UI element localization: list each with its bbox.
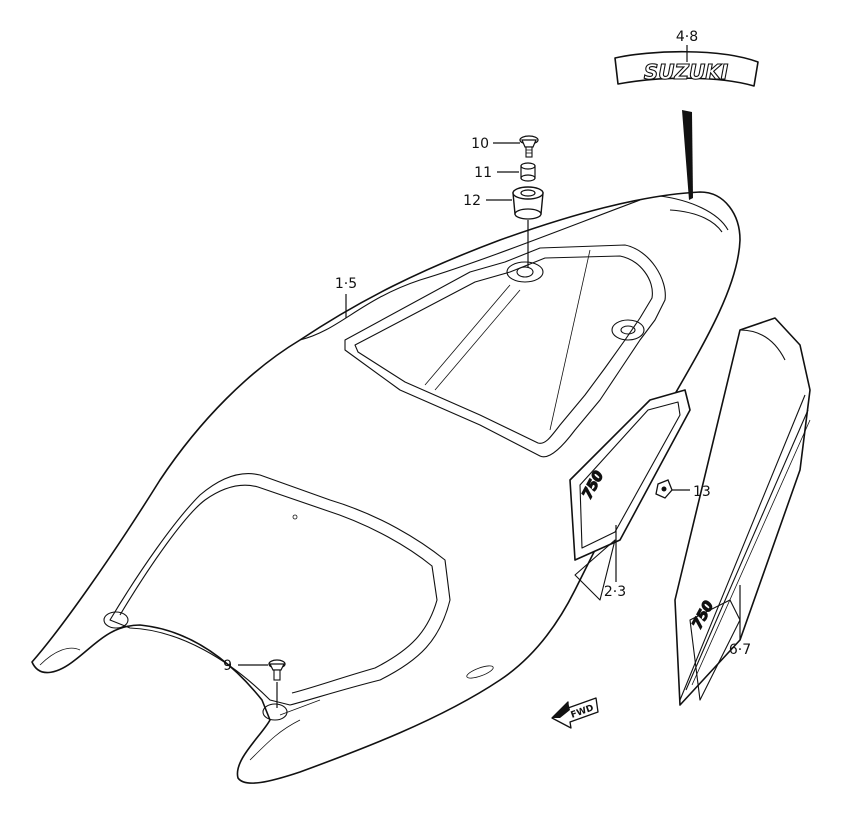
callout-11: 11 [474, 165, 519, 181]
svg-text:10: 10 [471, 136, 489, 152]
side-decal-panel-right[interactable]: 750 [674, 317, 811, 706]
seat-tail-cover[interactable] [31, 191, 741, 784]
svg-text:9: 9 [223, 658, 232, 674]
suzuki-decal-text: SUZUKI [644, 60, 729, 84]
side-emblem-750-left[interactable]: 750 [569, 389, 691, 601]
callout-1-5: 1·5 [335, 276, 357, 318]
svg-text:12: 12 [463, 193, 481, 209]
svg-text:2·3: 2·3 [604, 584, 626, 600]
grommet-part-12[interactable] [512, 186, 544, 220]
decal-placement-pointer [682, 110, 693, 200]
forward-direction-arrow: FWD [551, 697, 599, 729]
screw-part-10[interactable] [519, 135, 539, 158]
screw-part-9[interactable] [268, 659, 286, 681]
suzuki-decal[interactable]: SUZUKI [614, 50, 759, 87]
svg-text:1·5: 1·5 [335, 276, 357, 292]
callout-10: 10 [471, 136, 520, 152]
collar-part-11[interactable] [520, 162, 536, 182]
callout-6-7: 6·7 [729, 585, 751, 658]
callout-4-8: 4·8 [676, 29, 698, 62]
callout-12: 12 [463, 193, 512, 209]
nut-clip-part-13[interactable] [655, 479, 673, 499]
callout-2-3: 2·3 [604, 525, 626, 600]
svg-text:11: 11 [474, 165, 492, 181]
callout-9: 9 [223, 658, 268, 674]
svg-text:6·7: 6·7 [729, 642, 751, 658]
callout-13: 13 [672, 484, 711, 500]
svg-text:13: 13 [693, 484, 711, 500]
svg-text:4·8: 4·8 [676, 29, 698, 45]
